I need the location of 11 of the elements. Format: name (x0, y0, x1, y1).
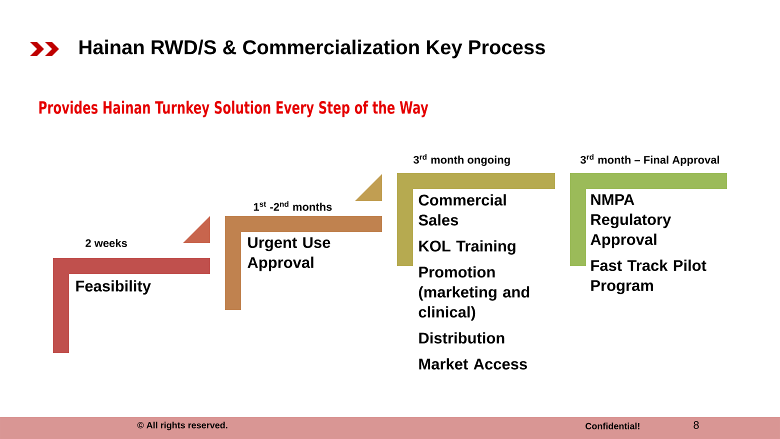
confidential-notice: Confidential! (586, 422, 640, 430)
title: Hainan RWD/S & Commercialization Key Process (80, 40, 545, 58)
step-duration: 2 weeks (86, 238, 127, 248)
step-duration: 3$^{rd}$ month ongoing (413, 154, 510, 166)
step-duration: 1$^{st}$ -2$^{nd}$ months (254, 201, 332, 211)
step-box: Commercial Sales KOL Training Promotion (marketing and clinical) Distribution Market Access (397, 173, 555, 370)
step-box: NMPA Regulatory Approval Fast Track Pilot Program (570, 173, 727, 294)
copyright-notice: © All rights reserved. (137, 422, 228, 430)
page-number: 8 (694, 421, 699, 429)
step-duration: 3$^{rd}$ month – Final Approval (580, 154, 720, 166)
subtitle: Provides Hainan Turnkey Solution Every Step of the Way (39, 100, 428, 118)
